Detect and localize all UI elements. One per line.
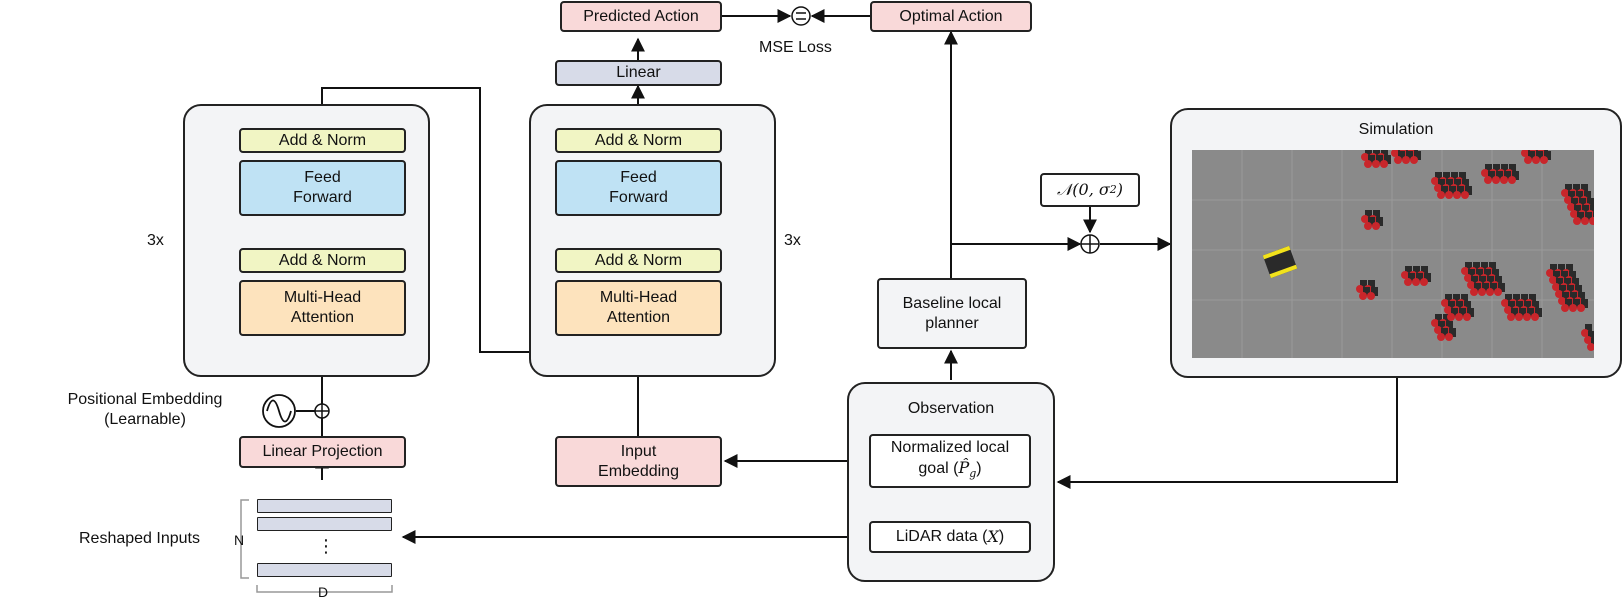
compare-icon (791, 6, 811, 26)
noise-add-icon (1080, 234, 1100, 254)
add-junction-icon (314, 403, 330, 419)
sine-wave-icon (262, 394, 296, 428)
connector-lines (211, 9, 1398, 544)
dimension-brackets (240, 499, 393, 593)
